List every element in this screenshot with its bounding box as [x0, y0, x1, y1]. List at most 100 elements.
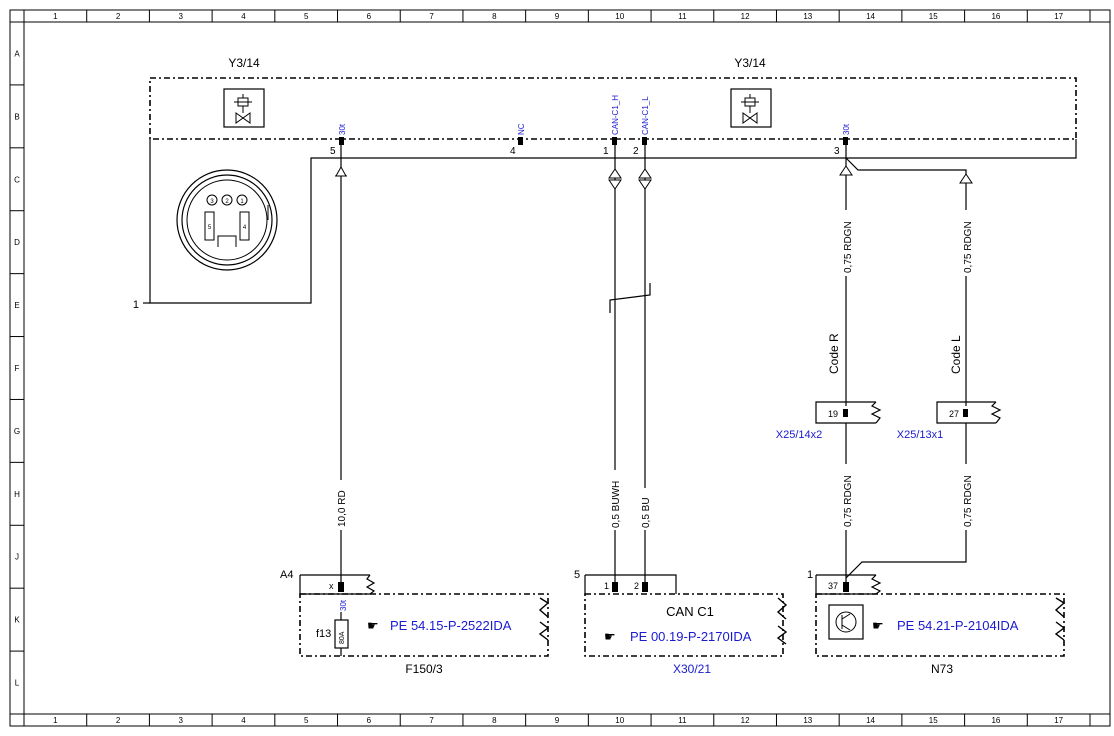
splice-x25-13x1: 27 X25/13x1 — [897, 401, 1002, 441]
pin-4-marker — [518, 137, 523, 145]
wire-label-can-h: 0,5 BUWH — [611, 481, 622, 528]
code-l-label: Code L — [949, 335, 963, 374]
splice-x25-14x2: 19 X25/14x2 — [776, 401, 882, 441]
column-label-bottom: 13 — [803, 716, 812, 725]
code-r-label: Code R — [827, 333, 841, 374]
x30-reference-link[interactable]: PE 00.19-P-2170IDA — [630, 629, 752, 644]
sheet-frame — [9, 9, 1111, 727]
column-label-top: 3 — [179, 12, 184, 21]
column-label-bottom: 10 — [615, 716, 624, 725]
column-label-top: 4 — [241, 12, 246, 21]
x30-title: CAN C1 — [666, 604, 714, 619]
pin-1-marker — [612, 137, 617, 145]
column-label-top: 6 — [367, 12, 372, 21]
pin-5-marker — [339, 137, 344, 145]
pin-1-number: 1 — [603, 146, 609, 157]
wire-arrow-icon — [638, 179, 652, 190]
f150-pin-label: x — [329, 581, 334, 591]
pin-5-signal: 30t — [338, 123, 347, 135]
wires: 10,0 RD 0,5 BUWH 0,5 BU 0,75 RDGN 0,75 R… — [334, 145, 1002, 582]
column-label-bottom: 12 — [741, 716, 750, 725]
pin-5-number: 5 — [330, 146, 336, 157]
face-pin-3: 3 — [210, 199, 214, 205]
x30-pin-2: 2 — [634, 581, 639, 591]
n73-reference-link[interactable]: PE 54.21-P-2104IDA — [897, 618, 1019, 633]
n73-pin: 37 — [828, 581, 838, 591]
column-label-bottom: 7 — [429, 716, 434, 725]
wire-label-power: 10,0 RD — [337, 490, 348, 527]
row-label: B — [14, 112, 19, 121]
pointing-hand-icon: ☛ — [872, 618, 884, 633]
column-label-top: 1 — [53, 12, 58, 21]
splice-label-x25-14x2: X25/14x2 — [776, 429, 822, 441]
column-label-bottom: 14 — [866, 716, 875, 725]
column-label-top: 2 — [116, 12, 121, 21]
row-label: C — [14, 175, 20, 184]
face-pin-1: 1 — [240, 199, 244, 205]
y3-14-unit: Y3/14 Y3/14 5 4 1 2 3 — [149, 56, 1077, 157]
column-label-bottom: 11 — [678, 716, 687, 725]
row-label: F — [15, 364, 20, 373]
column-label-bottom: 8 — [492, 716, 497, 725]
wire-label-code-l-lower: 0,75 RDGN — [963, 475, 974, 527]
column-label-bottom: 17 — [1054, 716, 1063, 725]
column-label-top: 9 — [555, 12, 560, 21]
f150-outline — [299, 593, 549, 657]
pin-4-signal: NC — [517, 123, 526, 135]
f150-3-unit: A4 x 30t 80A f13 ☛ PE 54.15-P-2522IDA F1… — [280, 569, 550, 676]
valve-symbol-right-icon — [730, 88, 772, 128]
column-label-top: 12 — [741, 12, 750, 21]
wire-arrow-icon — [638, 168, 652, 179]
row-label: J — [15, 553, 19, 562]
wire-arrow-icon — [839, 165, 853, 176]
column-label-bottom: 16 — [991, 716, 1000, 725]
f150-reference-link[interactable]: PE 54.15-P-2522IDA — [390, 618, 512, 633]
column-label-top: 17 — [1054, 12, 1063, 21]
column-label-bottom: 9 — [555, 716, 560, 725]
wire-arrow-icon — [608, 179, 622, 190]
x30-label: X30/21 — [673, 662, 711, 676]
ground-label: 1 — [133, 299, 139, 311]
pin-2-signal: CAN-C1_L — [641, 96, 650, 135]
x30-21-unit: 5 1 2 CAN C1 ☛ PE 00.19-P-2170IDA X30/21 — [574, 569, 788, 676]
row-label: A — [14, 49, 20, 58]
column-label-bottom: 15 — [929, 716, 938, 725]
column-label-top: 10 — [615, 12, 624, 21]
splice-pin-19: 19 — [828, 409, 838, 419]
row-label: E — [14, 301, 19, 310]
pointing-hand-icon: ☛ — [367, 618, 379, 633]
f150-label: F150/3 — [405, 662, 443, 676]
ecu-symbol-icon — [828, 604, 864, 640]
valve-symbol-left-icon — [223, 88, 265, 128]
column-label-bottom: 2 — [116, 716, 121, 725]
fuse-label: f13 — [316, 628, 331, 640]
column-label-top: 15 — [929, 12, 938, 21]
face-pin-2: 2 — [225, 199, 229, 205]
splice-pin-27: 27 — [949, 409, 959, 419]
y3-14-connector: 1 3 2 1 5 4 — [133, 139, 1077, 311]
column-label-top: 16 — [991, 12, 1000, 21]
wire-label-code-r-lower: 0,75 RDGN — [843, 475, 854, 527]
column-label-top: 11 — [678, 12, 687, 21]
connector-face-icon: 3 2 1 5 4 — [176, 169, 278, 271]
n73-label: N73 — [931, 662, 953, 676]
row-label: L — [15, 679, 20, 688]
wire-arrow-icon — [335, 165, 347, 177]
x30-connector-label: 5 — [574, 569, 580, 581]
n73-connector-label: 1 — [807, 569, 813, 581]
splice-label-x25-13x1: X25/13x1 — [897, 429, 943, 441]
pin-2-number: 2 — [633, 146, 639, 157]
column-label-top: 5 — [304, 12, 309, 21]
wire-arrow-icon — [608, 168, 622, 179]
wire-label-can-l: 0,5 BU — [641, 497, 652, 528]
twisted-pair-mark — [609, 283, 651, 313]
pin-4-number: 4 — [510, 146, 516, 157]
y3-14-right-label: Y3/14 — [734, 56, 766, 70]
row-label: D — [14, 238, 20, 247]
wire-label-code-l-upper: 0,75 RDGN — [963, 221, 974, 273]
connector-outline — [149, 139, 1077, 304]
f150-pin-signal: 30t — [339, 599, 348, 611]
